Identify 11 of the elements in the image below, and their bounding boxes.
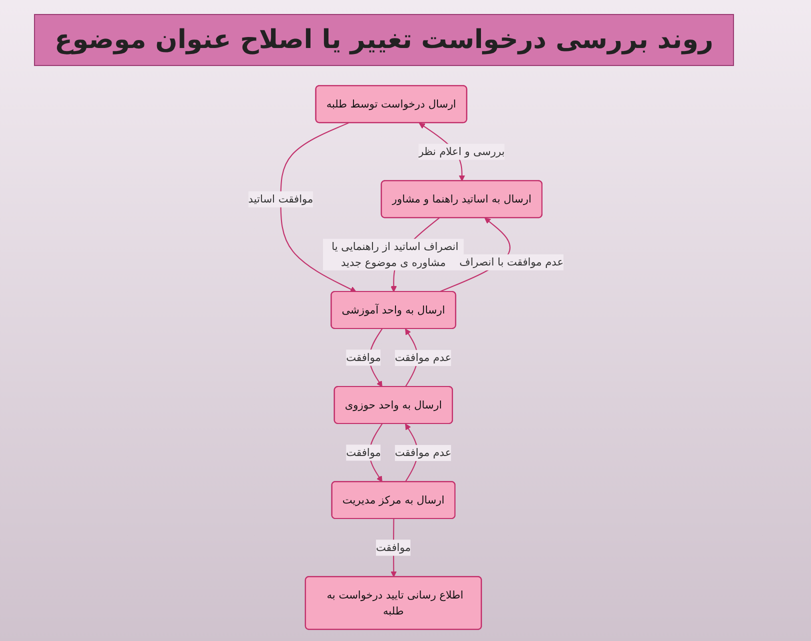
- edge-label: بررسی و اعلام نظر: [418, 145, 504, 158]
- edge-label: موافقت: [346, 446, 380, 459]
- edge-label: موافقت: [346, 350, 380, 364]
- edge-label: موافقت: [376, 541, 410, 554]
- title-banner: روند بررسی درخواست تغییر یا اصلاح عنوان موضوع: [34, 14, 734, 66]
- edge-label: انصراف اساتید از راهنمایی یا مشاوره ی موضوع جدید: [331, 240, 458, 269]
- edge-label: عدم موافقت: [394, 446, 451, 459]
- edge-label: عدم موافقت با انصراف: [458, 256, 564, 268]
- edge-label: عدم موافقت: [394, 351, 451, 364]
- arrow: [280, 122, 356, 292]
- edge-label: موافقت اساتید: [248, 192, 313, 206]
